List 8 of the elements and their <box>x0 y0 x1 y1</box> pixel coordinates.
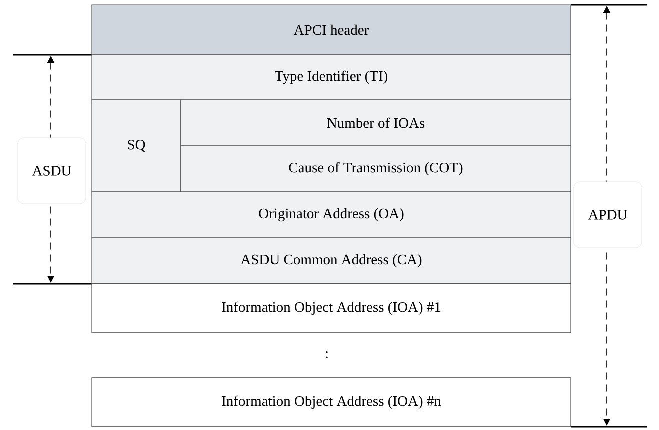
row-header-cell: SQ <box>92 100 182 192</box>
field-cell: ASDU Common Address (CA) <box>92 238 572 284</box>
dimension-label: APDU <box>574 182 642 248</box>
dimension-label: ASDU <box>18 138 86 204</box>
ellipsis-mark: : <box>326 351 328 358</box>
field-cell: Information Object Address (IOA) #n <box>92 378 572 428</box>
field-cell: Information Object Address (IOA) #1 <box>92 284 572 334</box>
field-cell: APCI header <box>92 4 572 56</box>
